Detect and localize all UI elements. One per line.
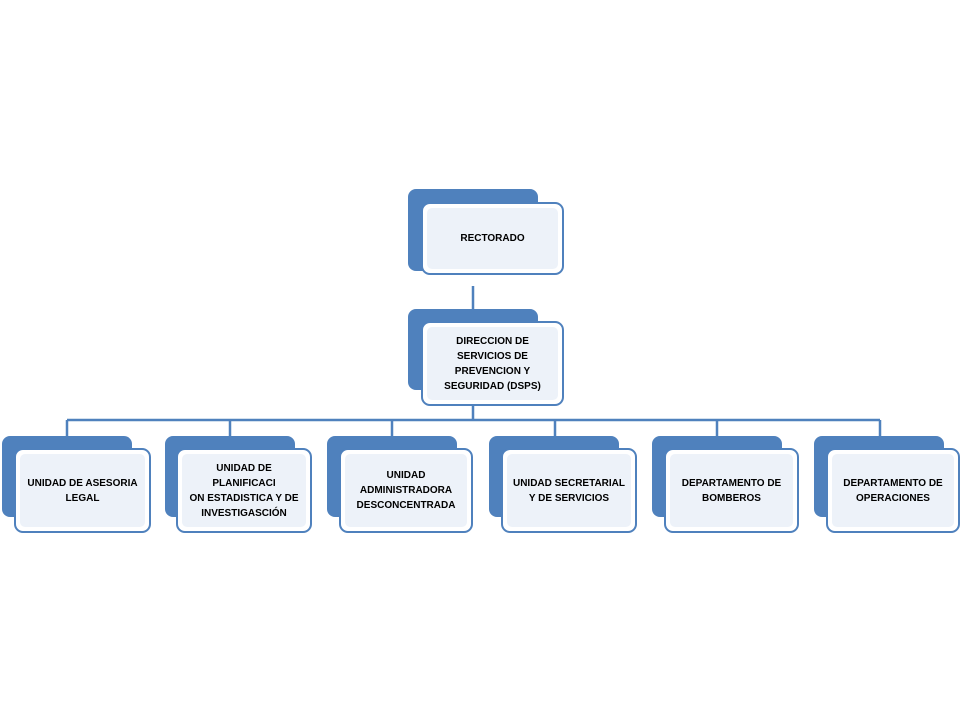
node-label: UNIDAD DE ASESORIA LEGAL [27,477,138,504]
node-label: DEPARTAMENTO DE OPERACIONES [843,477,943,504]
node-label: RECTORADO [460,233,525,244]
node-label: DEPARTAMENTO DE BOMBEROS [681,477,782,504]
node-label: UNIDAD SECRETARIAL Y DE SERVICIOS [512,477,626,504]
node-label: DIRECCION DE SERVICIOS DE PREVENCION Y S… [444,335,541,392]
node-label: UNIDAD ADMINISTRADORA DESCONCENTRADA [356,470,456,511]
node-label: UNIDAD DE PLANIFICACI ON ESTADISTICA Y D… [189,462,299,519]
